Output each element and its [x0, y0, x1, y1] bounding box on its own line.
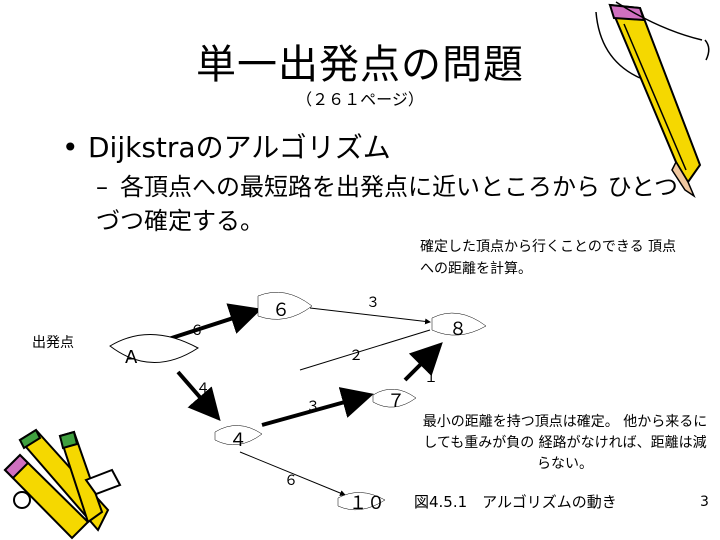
- edge-weight-4-10: ６: [284, 470, 298, 490]
- edge-weight-4-7: ３: [306, 396, 320, 416]
- pencil-icon: [596, 2, 709, 196]
- edge-weight-8-7: ２: [349, 345, 363, 365]
- pencils-icon: [5, 430, 120, 538]
- node-7: ７: [387, 387, 405, 413]
- edge-8-7: [300, 330, 430, 370]
- node-8: ８: [449, 315, 467, 341]
- node-10: １０: [349, 489, 385, 515]
- node-shape-a: [110, 334, 198, 362]
- node-4: ４: [229, 426, 247, 452]
- node-a: A: [125, 347, 137, 368]
- edge-weight-7-8: １: [424, 367, 438, 387]
- edge-weight-6-8: ３: [366, 292, 380, 312]
- edge-weight-a-6: ６: [190, 320, 204, 340]
- edge-weight-a-4: ４: [196, 378, 210, 398]
- node-6: ６: [272, 296, 290, 322]
